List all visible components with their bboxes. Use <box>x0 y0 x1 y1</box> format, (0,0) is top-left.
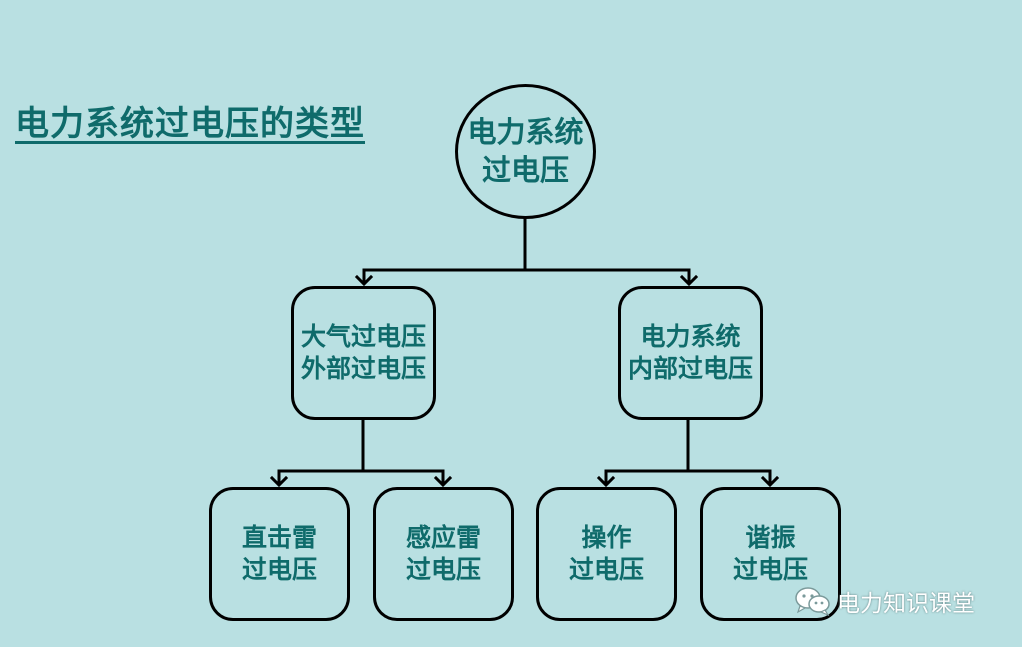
root-node-line1: 电力系统 <box>467 114 584 149</box>
leaf-line1: 谐振 <box>745 522 796 552</box>
leaf-line2: 过电压 <box>405 555 481 584</box>
arrowhead-direct <box>269 475 289 488</box>
leaf-line2: 过电压 <box>241 555 317 584</box>
leaf-line2: 过电压 <box>568 555 644 584</box>
atmospheric-node-line1: 大气过电压 <box>300 321 426 351</box>
watermark-text: 电力知识课堂 <box>837 591 975 617</box>
direct-lightning-node: 直击雷 过电压 <box>209 487 350 621</box>
arrowhead-internal <box>679 274 699 287</box>
internal-node-line2: 内部过电压 <box>627 354 753 383</box>
switching-overvoltage-node: 操作 过电压 <box>536 487 677 621</box>
internal-node-line1: 电力系统 <box>640 321 741 351</box>
root-node-line2: 过电压 <box>481 152 569 187</box>
arrowhead-resonance <box>760 475 780 488</box>
leaf-line1: 感应雷 <box>405 522 481 552</box>
atmospheric-node-line2: 外部过电压 <box>300 354 426 383</box>
leaf-line2: 过电压 <box>732 555 808 584</box>
atmospheric-overvoltage-node: 大气过电压 外部过电压 <box>291 286 436 420</box>
wechat-icon <box>795 587 830 617</box>
induced-lightning-node: 感应雷 过电压 <box>373 487 514 621</box>
leaf-line1: 直击雷 <box>241 522 317 552</box>
arrowhead-switching <box>596 475 616 488</box>
arrowhead-induced <box>433 475 453 488</box>
root-node: 电力系统 过电压 <box>455 84 596 219</box>
watermark: 电力知识课堂 <box>793 584 975 618</box>
leaf-line1: 操作 <box>581 522 632 552</box>
internal-overvoltage-node: 电力系统 内部过电压 <box>618 286 763 420</box>
arrowhead-atmospheric <box>354 274 374 287</box>
resonance-overvoltage-node: 谐振 过电压 <box>700 487 841 621</box>
slide-title: 电力系统过电压的类型 <box>15 104 365 144</box>
